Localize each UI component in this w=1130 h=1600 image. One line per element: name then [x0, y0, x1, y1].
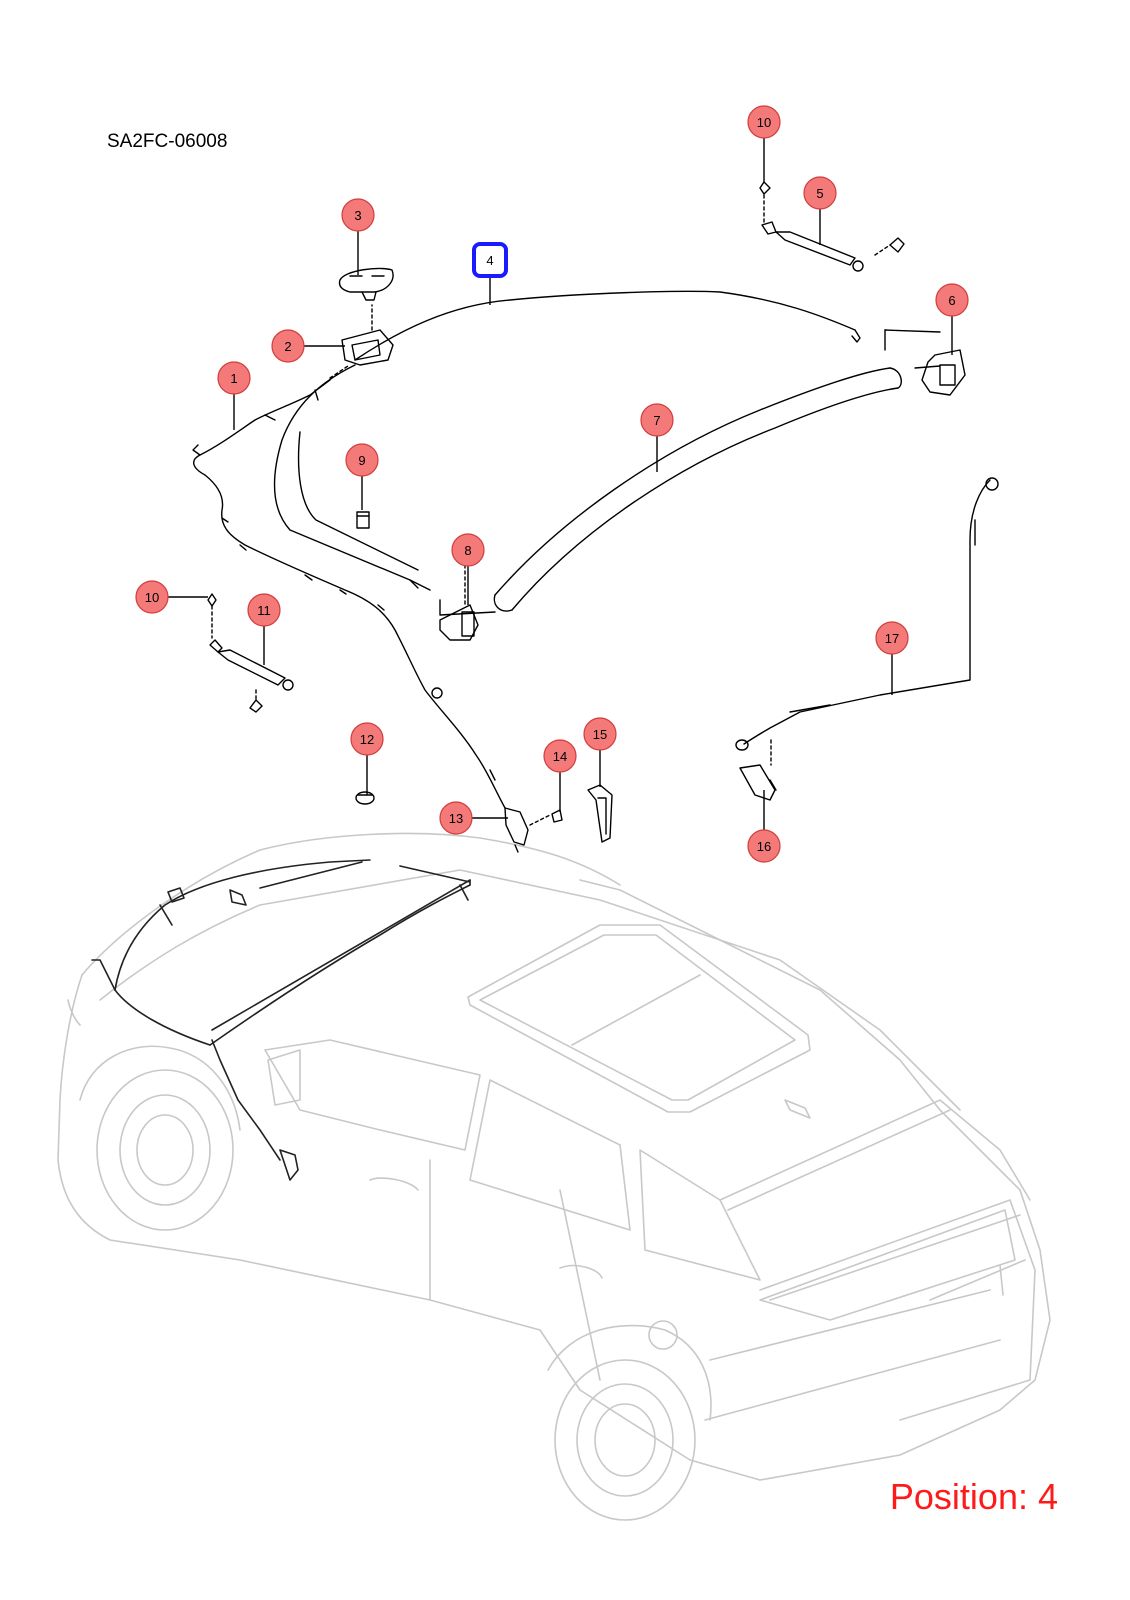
callout-number: 8 [464, 543, 471, 558]
callout-marker [271, 329, 305, 363]
installed-harness [91, 859, 471, 1181]
callout-marker [345, 443, 379, 477]
callout-number: 10 [145, 590, 159, 605]
callout-10[interactable]: 10 [135, 580, 169, 614]
callout-number: 13 [449, 811, 463, 826]
callout-number: 9 [358, 453, 365, 468]
callout-marker [935, 283, 969, 317]
parts-art [192, 181, 999, 853]
callout-4-selected[interactable]: 4 [472, 242, 508, 278]
callout-8[interactable]: 8 [451, 533, 485, 567]
callout-marker [247, 593, 281, 627]
callout-number: 11 [257, 603, 271, 618]
callout-5[interactable]: 5 [803, 176, 837, 210]
callout-marker [341, 198, 375, 232]
callout-6[interactable]: 6 [935, 283, 969, 317]
callout-number: 12 [360, 732, 374, 747]
callout-marker [747, 105, 781, 139]
callout-marker [439, 801, 473, 835]
callout-12[interactable]: 12 [350, 722, 384, 756]
callout-number: 3 [354, 208, 361, 223]
callout-marker [451, 533, 485, 567]
vehicle-outline [57, 832, 1051, 1521]
callout-2[interactable]: 2 [271, 329, 305, 363]
callout-number: 2 [284, 339, 291, 354]
callout-17[interactable]: 17 [875, 621, 909, 655]
callout-marker [803, 176, 837, 210]
callout-16[interactable]: 16 [747, 829, 781, 863]
callout-marker [217, 361, 251, 395]
leader-lines [168, 138, 953, 830]
callout-marker [583, 717, 617, 751]
callout-number: 6 [948, 293, 955, 308]
callout-marker [640, 403, 674, 437]
callout-number: 5 [816, 186, 823, 201]
callout-number: 4 [486, 253, 493, 268]
callout-marker [472, 242, 508, 278]
callout-10[interactable]: 10 [747, 105, 781, 139]
position-label: Position: 4 [889, 1476, 1058, 1517]
callout-15[interactable]: 15 [583, 717, 617, 751]
callout-11[interactable]: 11 [247, 593, 281, 627]
diagram-code: SA2FC-06008 [107, 131, 228, 152]
callout-marker [135, 580, 169, 614]
callout-marker [747, 829, 781, 863]
callout-number: 15 [593, 727, 607, 742]
callout-marker [543, 739, 577, 773]
callout-1[interactable]: 1 [217, 361, 251, 395]
callout-number: 7 [653, 413, 660, 428]
callout-7[interactable]: 7 [640, 403, 674, 437]
callout-number: 17 [885, 631, 899, 646]
callout-3[interactable]: 3 [341, 198, 375, 232]
callout-number: 1 [230, 371, 237, 386]
callout-number: 10 [757, 115, 771, 130]
callout-marker [875, 621, 909, 655]
callout-marker [350, 722, 384, 756]
callout-14[interactable]: 14 [543, 739, 577, 773]
callout-9[interactable]: 9 [345, 443, 379, 477]
callout-number: 16 [757, 839, 771, 854]
callout-number: 14 [553, 749, 567, 764]
callout-13[interactable]: 13 [439, 801, 473, 835]
